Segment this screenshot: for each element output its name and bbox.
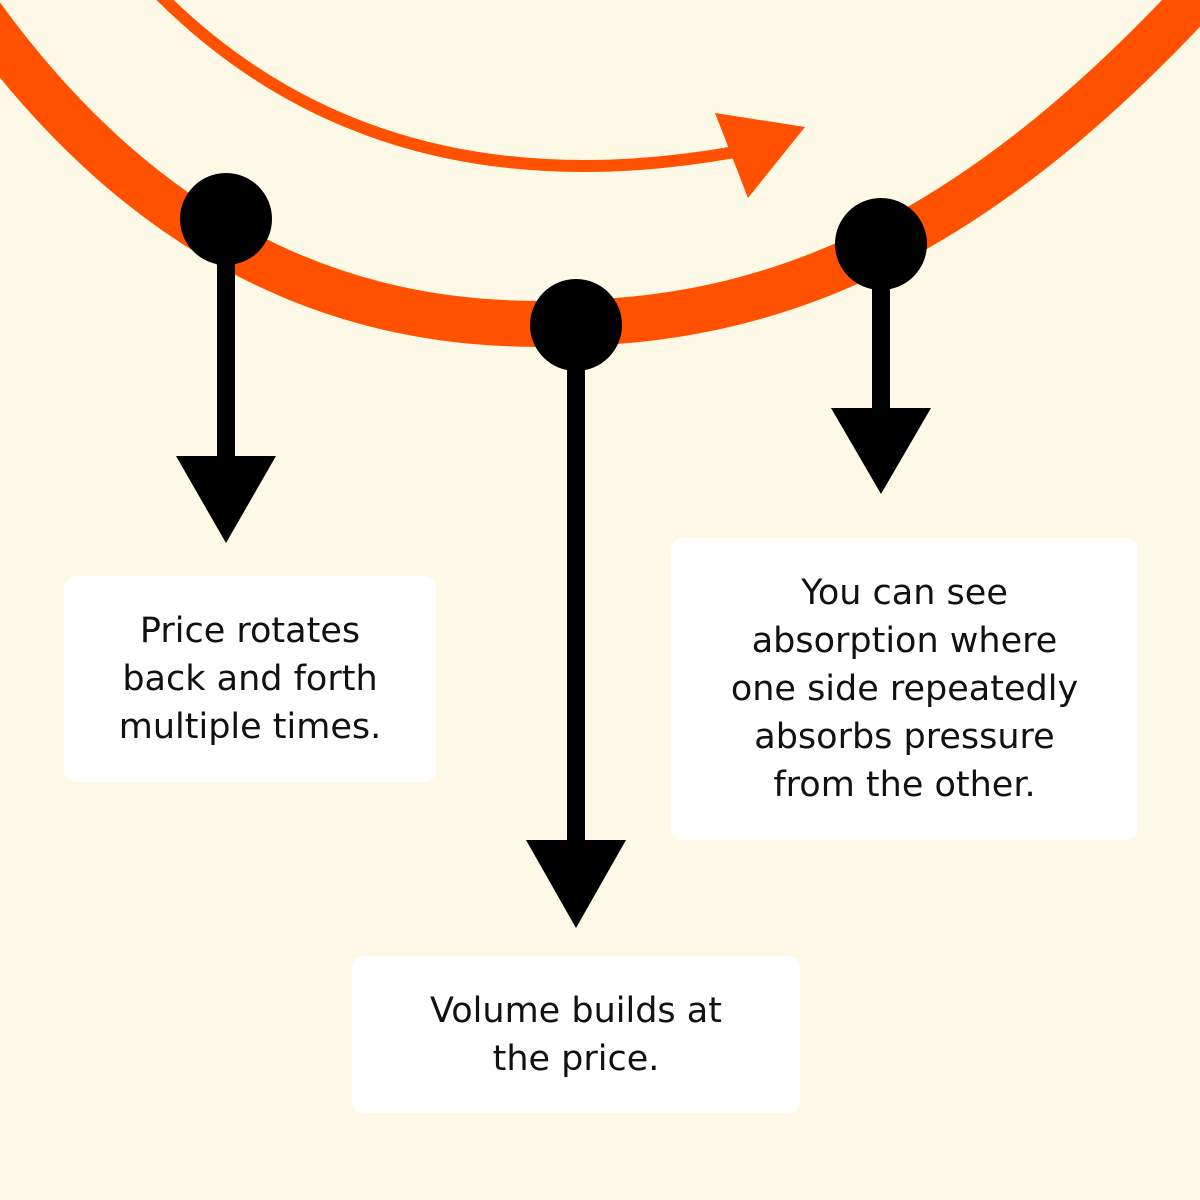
callout-absorption: You can see absorption where one side re… <box>671 538 1138 840</box>
marker-dot-middle <box>530 279 622 371</box>
marker-dot-right <box>835 198 927 290</box>
callout-line: one side repeatedly <box>730 669 1079 709</box>
callout-line: absorption where <box>751 621 1058 661</box>
callout-line: multiple times. <box>118 707 382 747</box>
callout-line: You can see <box>801 573 1008 613</box>
arrow-down-icon <box>831 408 931 494</box>
direction-arc <box>156 0 737 173</box>
arrow-down-icon <box>526 840 626 928</box>
callout-line: Price rotates <box>139 611 361 651</box>
arrow-down-icon <box>176 456 276 543</box>
callout-line: the price. <box>492 1038 660 1079</box>
callout-line: absorbs pressure <box>754 717 1055 757</box>
callout-line: back and forth <box>122 659 378 699</box>
direction-arrowhead-icon <box>715 113 805 198</box>
callout-line: from the other. <box>773 765 1036 805</box>
marker-dot-left <box>180 173 272 265</box>
callout-price-rotates: Price rotates back and forth multiple ti… <box>64 576 436 782</box>
callout-line: Volume builds at <box>430 990 722 1031</box>
callout-volume-builds: Volume builds at the price. <box>352 956 800 1113</box>
